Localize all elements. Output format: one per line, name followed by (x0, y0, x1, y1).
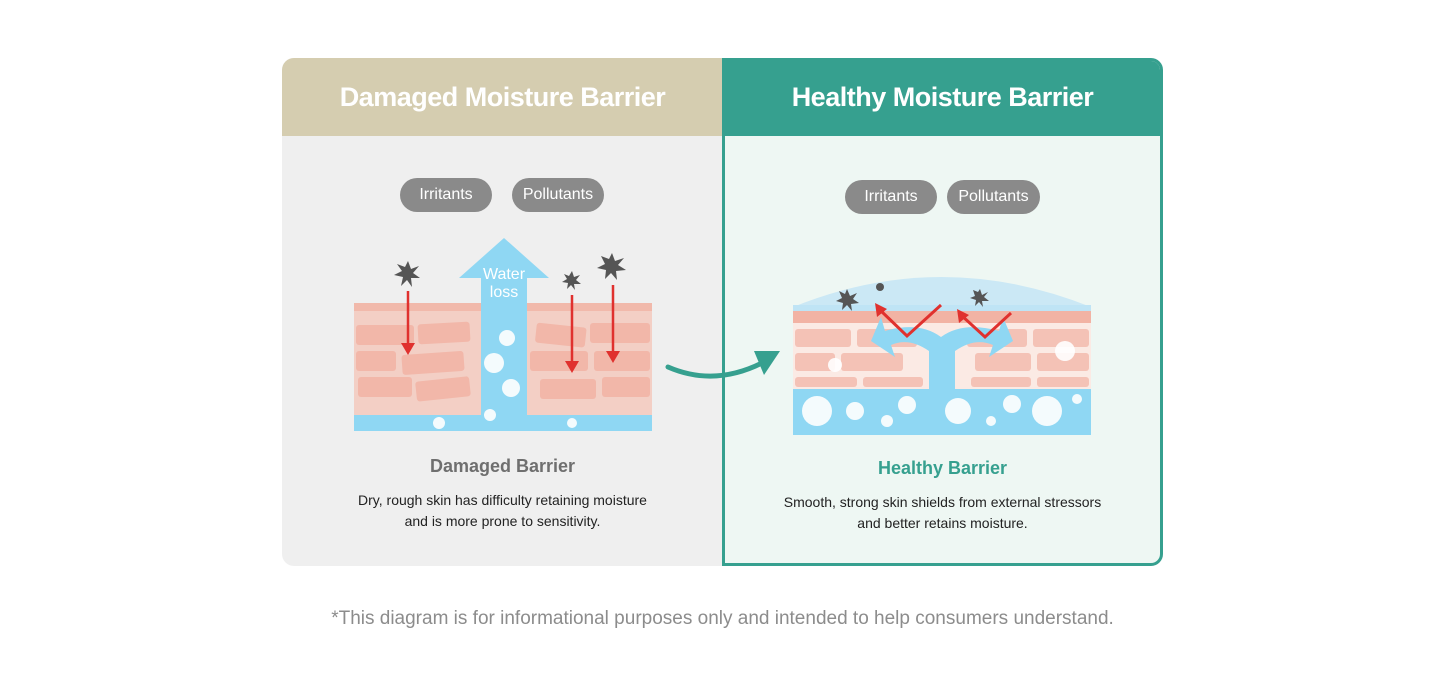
damaged-skin-illustration: Water loss (354, 238, 652, 431)
healthy-barrier-subtitle: Healthy Barrier (877, 458, 1008, 478)
disclaimer-footer: *This diagram is for informational purpo… (331, 608, 1114, 629)
irritants-pill: Irritants (845, 180, 937, 214)
healthy-desc-line1: Smooth, strong skin shields from externa… (783, 494, 1102, 510)
transition-arrow-icon (665, 351, 780, 379)
healthy-barrier-panel: Healthy Moisture Barrier Irritants Pollu… (722, 58, 1163, 566)
damaged-desc-line2: and is more prone to sensitivity. (404, 513, 601, 529)
pollutants-pill: Pollutants (512, 178, 604, 212)
irritants-pill: Irritants (400, 178, 492, 212)
damaged-barrier-panel: Damaged Moisture Barrier Irritants Pollu… (282, 58, 723, 566)
healthy-skin-illustration (793, 277, 1091, 435)
water-loss-label-1: Water (483, 266, 526, 283)
pollutants-pill: Pollutants (947, 180, 1040, 214)
damaged-barrier-subtitle: Damaged Barrier (429, 456, 576, 476)
damaged-panel-title: Damaged Moisture Barrier (282, 58, 723, 136)
healthy-desc-line2: and better retains moisture. (857, 515, 1028, 531)
healthy-panel-title: Healthy Moisture Barrier (725, 61, 1160, 136)
water-loss-label-2: loss (490, 284, 518, 301)
damaged-desc-line1: Dry, rough skin has difficulty retaining… (358, 492, 647, 508)
